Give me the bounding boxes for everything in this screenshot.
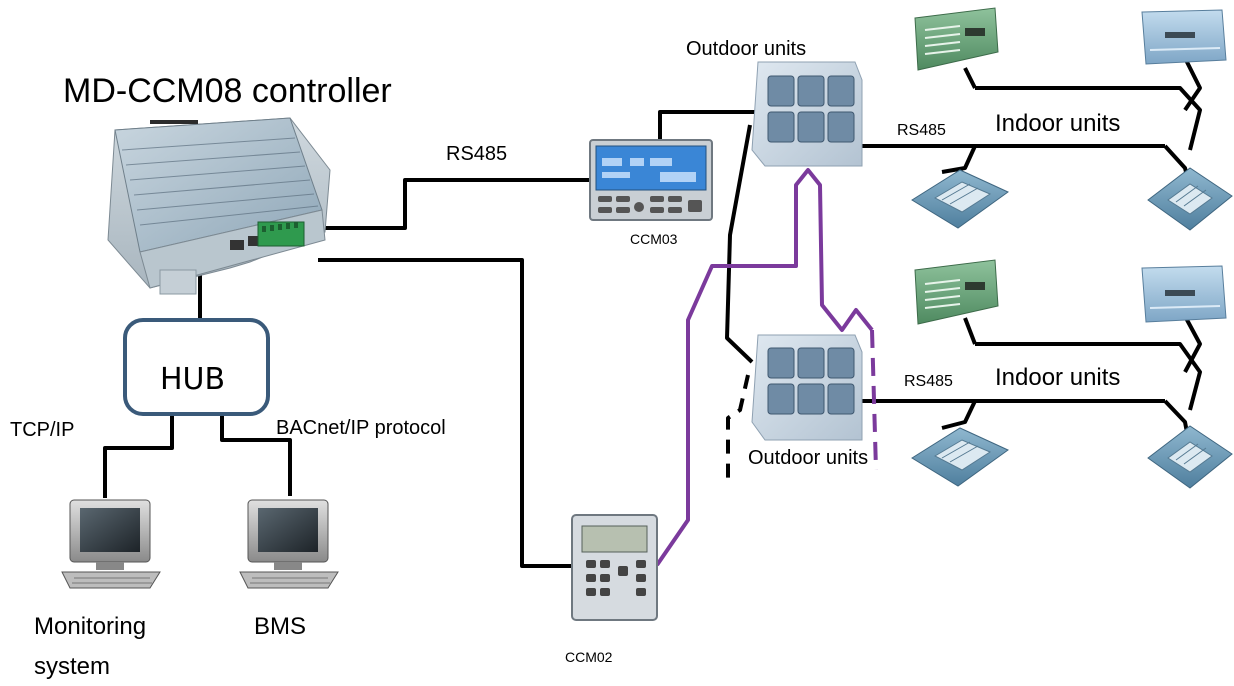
ccm03-device: [589, 139, 713, 221]
bms-label: BMS: [254, 613, 307, 640]
ccm02-device: [571, 514, 658, 621]
purple-bus: [655, 168, 878, 567]
indoor-unit-wall-blue-bottom: [1141, 265, 1227, 323]
indoor-unit-cassette-left-bottom: [911, 427, 1009, 487]
controller-device: [107, 117, 331, 295]
hub-label: HUB: [160, 362, 226, 397]
rs485-main-label: RS485: [446, 143, 508, 165]
controller-title: MD-CCM08 controller: [63, 72, 392, 110]
indoor-unit-wall-green-bottom: [914, 259, 999, 325]
bacnet-wire: [220, 414, 292, 496]
outdoor-units-top-label: Outdoor units: [686, 38, 807, 60]
indoor-units-bottom-label: Indoor units: [995, 364, 1121, 391]
outdoor-unit-top: [751, 61, 863, 167]
indoor-unit-wall-green-top: [914, 7, 999, 71]
ccm03-label: CCM03: [630, 231, 678, 247]
indoor-unit-cassette-right-bottom: [1147, 425, 1233, 489]
indoor-unit-wall-blue-top: [1141, 9, 1227, 65]
indoor-units-top-label: Indoor units: [995, 110, 1121, 137]
bms-computer: [239, 499, 339, 589]
monitoring-computer: [61, 499, 161, 589]
ccm02-label: CCM02: [565, 649, 613, 665]
wiring: [103, 59, 1202, 568]
indoor-unit-cassette-right-top: [1147, 167, 1233, 231]
monitoring-label-line1: Monitoring: [34, 613, 147, 640]
dashed-continuation-wire: [726, 374, 750, 478]
rs485-main-wire: [318, 178, 590, 230]
ccm02-wire: [318, 258, 572, 568]
tcpip-wire: [103, 414, 174, 498]
bacnet-label: BACnet/IP protocol: [276, 417, 446, 439]
tcpip-label: TCP/IP: [10, 419, 75, 441]
rs485-upper-label: RS485: [897, 122, 946, 139]
indoor-unit-cassette-left-top: [911, 169, 1009, 229]
rs485-lower-label: RS485: [904, 373, 953, 390]
monitoring-label-line2: system: [34, 653, 111, 680]
outdoor-unit-bottom: [751, 334, 863, 441]
outdoor-units-bottom-label: Outdoor units: [748, 447, 869, 469]
ccm03-outdoor-wire: [658, 110, 760, 140]
hub-box: [123, 318, 270, 416]
outdoor-trunk-wire: [725, 124, 754, 364]
